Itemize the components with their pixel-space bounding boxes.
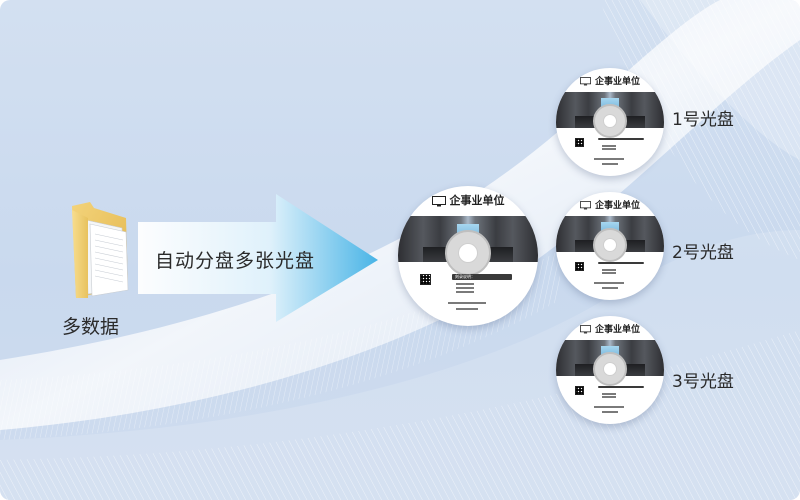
folder-icon (72, 202, 129, 298)
output-disc-3-label: 3号光盘 (672, 372, 734, 392)
output-disc-1: 企事业单位 (556, 68, 664, 176)
monitor-icon (431, 195, 446, 206)
disc-title: 企事业单位 (594, 77, 640, 87)
disc-title: 企事业单位 (594, 201, 640, 211)
process-label: 自动分盘多张光盘 (155, 250, 316, 272)
disc-title: 企事业单位 (594, 325, 640, 335)
output-disc-1-label: 1号光盘 (672, 110, 734, 130)
monitor-icon (579, 201, 591, 210)
monitor-icon (579, 77, 591, 86)
monitor-icon (579, 325, 591, 334)
disc-title: 企事业单位 (449, 194, 505, 207)
output-disc-2-label: 2号光盘 (672, 243, 734, 263)
source-disc: 企事业单位 刻录说明： (398, 186, 538, 326)
arrow-right-icon (138, 194, 378, 322)
output-disc-2: 企事业单位 (556, 192, 664, 300)
disc-info-label: 刻录说明： (452, 274, 512, 280)
source-label: 多数据 (62, 316, 120, 338)
output-disc-3: 企事业单位 (556, 316, 664, 424)
